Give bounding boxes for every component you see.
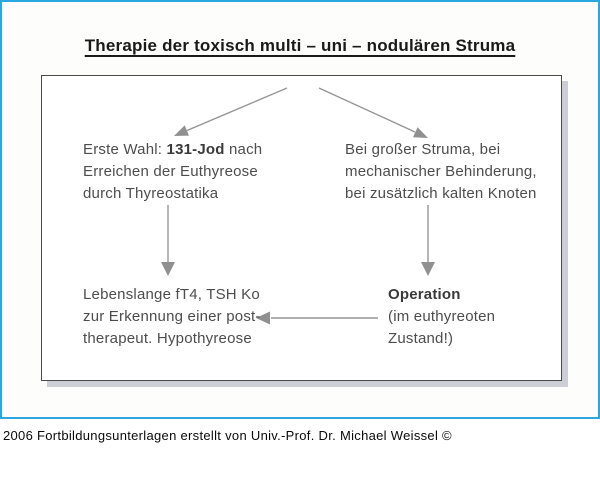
text-line: therapeut. Hypothyreose [83,330,252,347]
text-segment-bold: 131-Jod [166,141,225,158]
slide-canvas: Therapie der toxisch multi – uni – nodul… [0,0,600,419]
text-segment: Erste Wahl: [83,141,167,158]
flow-arrows [161,87,435,325]
text-line: durch Thyreostatika [83,185,219,202]
footer-credit: 2006 Fortbildungsunterlagen erstellt von… [3,428,452,443]
arrow-left-down-icon [161,205,175,276]
text-line: Erste Wahl: 131-Jod nach [83,139,262,161]
arrow-split-to-left-icon [174,87,288,136]
text-line: Zustand!) [388,330,454,347]
flowchart-box: Erste Wahl: 131-Jod nach Erreichen der E… [41,75,562,381]
text-line: Bei großer Struma, bei [345,141,501,158]
node-followup: Lebenslange fT4, TSH Ko zur Erkennung ei… [83,284,261,350]
node-operation: Operation (im euthyreoten Zustand!) [388,284,495,350]
text-line-bold: Operation [388,286,461,303]
node-surgery-indication: Bei großer Struma, bei mechanischer Behi… [345,139,537,205]
page-title-text: Therapie der toxisch multi – uni – nodul… [84,36,516,55]
arrow-split-to-right-icon [318,87,428,138]
text-line: Erreichen der Euthyreose [83,163,258,180]
text-line: bei zusätzlich kalten Knoten [345,185,537,202]
page-title: Therapie der toxisch multi – uni – nodul… [2,36,598,56]
text-segment: nach [224,141,263,158]
arrow-operation-to-followup-icon [256,311,378,325]
text-line: (im euthyreoten [388,308,496,325]
text-line: mechanischer Behinderung, [345,163,537,180]
node-radioiodine: Erste Wahl: 131-Jod nach Erreichen der E… [83,139,262,205]
text-line: zur Erkennung einer post- [83,308,261,325]
arrow-right-down-icon [421,205,435,276]
text-line: Lebenslange fT4, TSH Ko [83,286,260,303]
